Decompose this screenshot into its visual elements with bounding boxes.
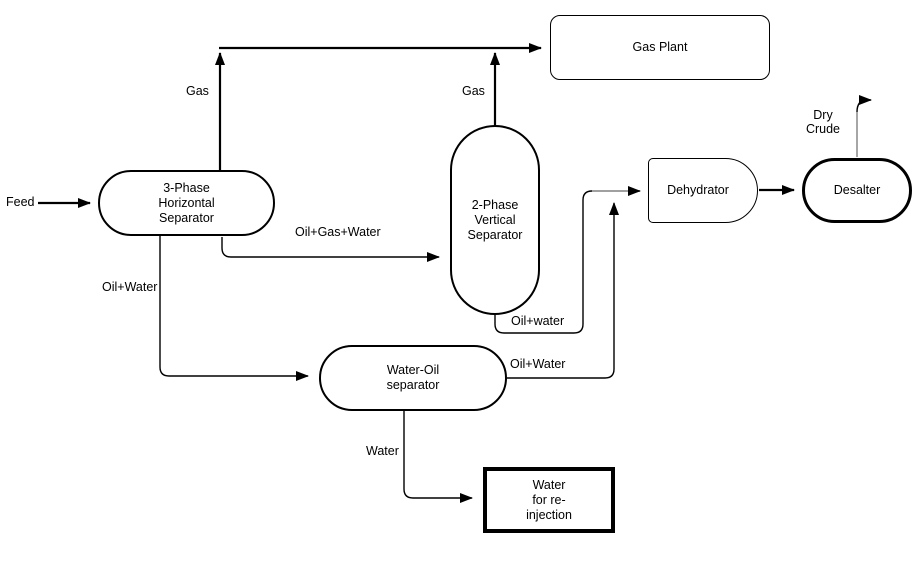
edge-water-to-reinjection [403, 411, 473, 503]
node-label: Water for re- injection [526, 477, 572, 522]
edge-label-oil-gas-water: Oil+Gas+Water [295, 225, 381, 239]
edge-label-dry-crude: Dry Crude [805, 108, 841, 136]
node-label: 2-Phase Vertical Separator [467, 197, 523, 242]
edge-dry-crude-out [856, 95, 872, 113]
node-dehydrator: Dehydrator [648, 158, 758, 223]
node-desalter: Desalter [802, 158, 912, 223]
node-label: Desalter [833, 183, 881, 197]
edge-label-oil-water-from-2phase: Oil+water [511, 314, 565, 328]
node-label: Dehydrator [667, 183, 729, 197]
node-water-for-reinjection: Water for re- injection [483, 467, 615, 533]
edge-label-gas-from-3phase: Gas [186, 84, 209, 98]
edge-label-oil-water-from-wateroil: Oil+Water [510, 357, 566, 371]
edge-oil-water-to-wateroil [159, 236, 309, 381]
node-label: Water-Oil separator [386, 363, 440, 392]
edge-label-feed: Feed [6, 195, 35, 209]
edge-oil-water-from-2phase [494, 190, 593, 334]
node-2-phase-vertical-separator: 2-Phase Vertical Separator [450, 125, 540, 315]
node-label: 3-Phase Horizontal Separator [158, 180, 215, 225]
edge-label-gas-from-2phase: Gas [462, 84, 485, 98]
edge-label-water: Water [366, 444, 399, 458]
edge-label-oil-water-to-wateroil: Oil+Water [102, 280, 158, 294]
edge-oil-gas-water [221, 237, 440, 262]
node-3-phase-horizontal-separator: 3-Phase Horizontal Separator [98, 170, 275, 236]
node-label: Gas Plant [632, 40, 688, 54]
node-gas-plant: Gas Plant [550, 15, 770, 80]
edge-oil-water-from-wateroil [507, 202, 619, 379]
node-water-oil-separator: Water-Oil separator [319, 345, 507, 411]
